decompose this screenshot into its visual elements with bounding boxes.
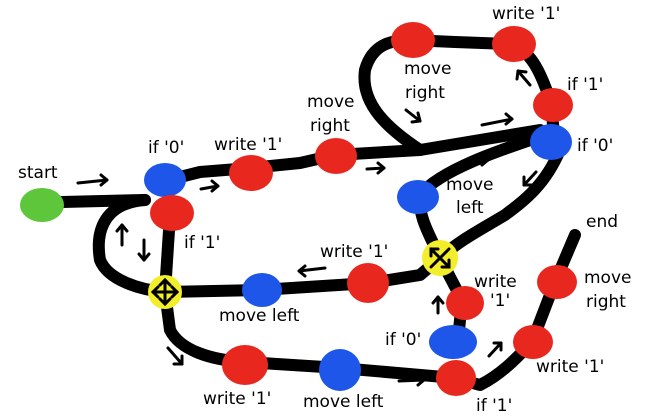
write1-node-mid [347, 263, 389, 303]
label-move-left-a-2: left [456, 198, 484, 218]
label-if0-a: if '0' [148, 138, 184, 158]
move-right-node-c [537, 265, 577, 299]
label-if0-right: if '0' [577, 136, 613, 156]
label-move-right-a-2: right [310, 116, 350, 136]
label-start: start [18, 163, 58, 183]
arrow-bottom-right [397, 373, 426, 387]
write1-node-a [229, 155, 273, 191]
move-left-node-a [397, 180, 439, 214]
write1-node-top [492, 26, 536, 62]
arrow-up-left [115, 223, 129, 247]
start-node [20, 188, 64, 222]
labels: start end if '0' if '1' write '1' move r… [18, 4, 631, 416]
label-write1-bottom: write '1' [203, 389, 271, 409]
arrow-down-left-2 [137, 238, 151, 262]
if1-node-low [436, 360, 476, 396]
if0-node-a [144, 163, 186, 197]
direction-arrows [76, 69, 538, 387]
arrow-down-right [166, 346, 184, 366]
label-write1-top: write '1' [492, 4, 560, 24]
label-write1-right-1: write [474, 272, 517, 292]
move-right-node-a [315, 138, 357, 174]
label-end: end [586, 212, 618, 232]
track-left-loop [92, 194, 171, 298]
label-move-right-b-2: right [405, 83, 445, 103]
track-top-loop [358, 34, 561, 156]
label-if1-low: if '1' [476, 396, 512, 416]
label-move-right-b-1: move [404, 59, 451, 79]
label-write1-right-2: '1' [490, 291, 510, 311]
if1-node-a [150, 195, 194, 231]
junctions [148, 240, 458, 309]
label-move-left-a-1: move [446, 175, 493, 195]
arrow-to-if1-top [480, 112, 514, 127]
if1-node-top [533, 88, 573, 122]
move-left-node-bottom [319, 349, 361, 391]
arrow-if0-to-write [199, 179, 220, 193]
state-nodes [20, 22, 577, 396]
label-if1-top: if '1' [567, 75, 603, 95]
write1-node-bottom [222, 345, 268, 385]
track-right-down [434, 144, 566, 264]
label-write1-mid: write '1' [320, 242, 388, 262]
if0-node-low [429, 325, 477, 359]
move-left-node-mid [242, 273, 282, 307]
arrow-left-mid [297, 264, 327, 278]
label-if1-a: if '1' [184, 233, 220, 253]
arrow-up-right [515, 69, 532, 87]
write1-node-right [446, 286, 484, 320]
label-write1-a: write '1' [214, 135, 282, 155]
label-move-right-c-1: move [584, 268, 631, 288]
arrow-write-to-move [365, 161, 386, 175]
label-move-left-bottom: move left [303, 392, 384, 412]
move-right-node-b [391, 22, 435, 58]
label-if0-low: if '0' [385, 330, 421, 350]
arrow-down-left [522, 170, 538, 187]
if0-node-right [530, 124, 572, 160]
arrow-mid-right [458, 153, 490, 167]
arrow-start [76, 173, 109, 187]
label-move-right-c-2: right [586, 292, 626, 312]
label-move-left-mid: move left [219, 306, 300, 326]
label-move-right-a-1: move [307, 92, 354, 112]
arrow-up-right-low [487, 341, 503, 358]
junction-left [148, 275, 182, 309]
arrow-top-loop-down [404, 108, 422, 124]
arrow-up-low [431, 295, 445, 315]
write1-node-low-right [513, 325, 553, 359]
label-write1-low-right: write '1' [536, 357, 604, 377]
junction-right [422, 240, 458, 276]
